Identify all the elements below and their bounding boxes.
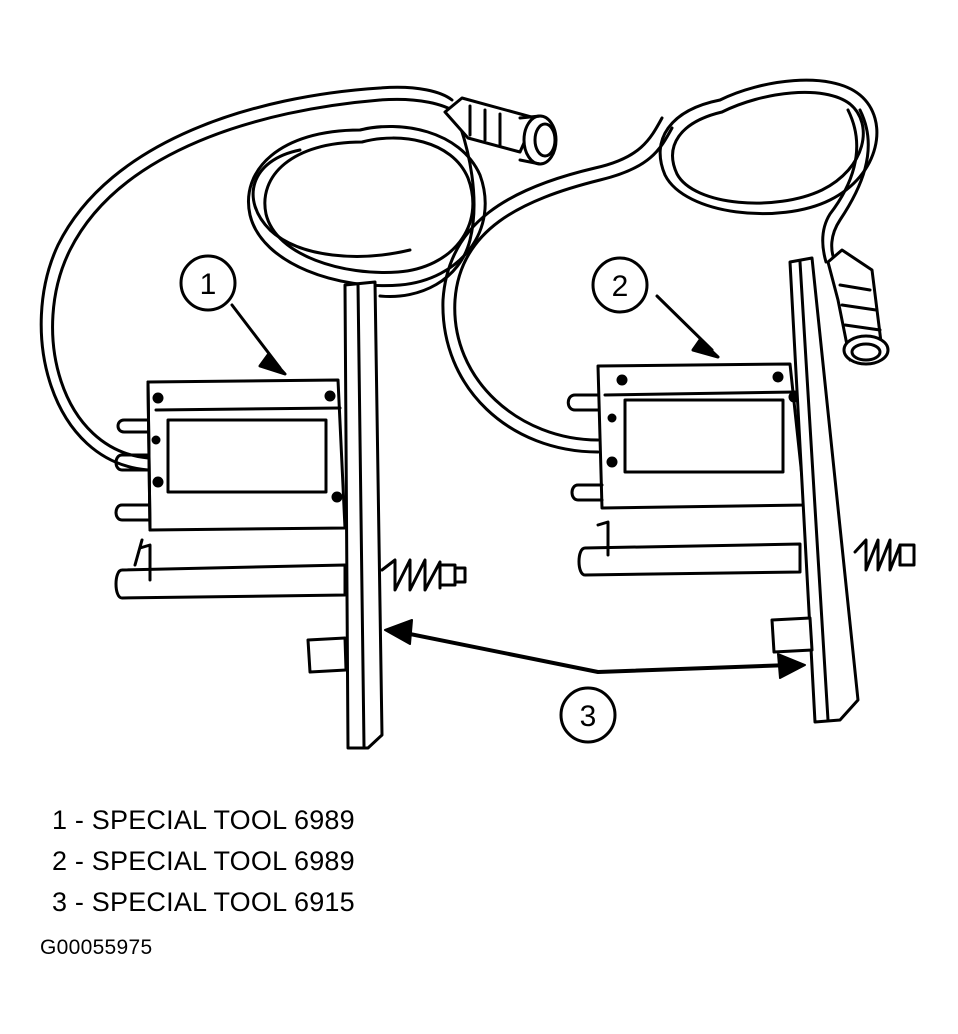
tool-2-spring	[853, 538, 916, 572]
callout-3: 3	[559, 686, 617, 744]
callout-1-arrow	[230, 303, 287, 376]
tool-1-vertical-bar	[306, 280, 384, 750]
tool-1-cable-connector	[443, 96, 558, 166]
callout-3-arrows	[384, 619, 806, 679]
tool-2-cable	[441, 78, 879, 454]
tool-2-housing	[566, 362, 807, 510]
special-tools-illustration: 1 2 3	[39, 78, 916, 750]
callout-1-number: 1	[200, 268, 217, 301]
callout-3-number: 3	[580, 700, 597, 733]
callout-2-arrow	[655, 294, 720, 359]
tool-1-cable	[39, 85, 487, 472]
legend-item: 3 - SPECIAL TOOL 6915	[52, 887, 355, 917]
tool-1-housing	[114, 378, 347, 532]
callout-2: 2	[591, 256, 649, 314]
legend-list: 1 - SPECIAL TOOL 6989 2 - SPECIAL TOOL 6…	[52, 800, 355, 923]
callout-1: 1	[179, 254, 237, 312]
figure-id: G00055975	[40, 936, 153, 959]
tool-2-cable-connector	[826, 248, 890, 366]
tool-1-rod	[114, 538, 347, 600]
tool-1-assembly	[39, 85, 558, 750]
tool-1-spring	[380, 558, 467, 592]
tool-2-assembly	[441, 78, 916, 724]
callout-2-number: 2	[612, 270, 629, 303]
tool-2-vertical-bar	[770, 256, 860, 724]
legend-item: 1 - SPECIAL TOOL 6989	[52, 805, 355, 835]
legend-item: 2 - SPECIAL TOOL 6989	[52, 846, 355, 876]
tool-2-rod	[577, 520, 802, 577]
